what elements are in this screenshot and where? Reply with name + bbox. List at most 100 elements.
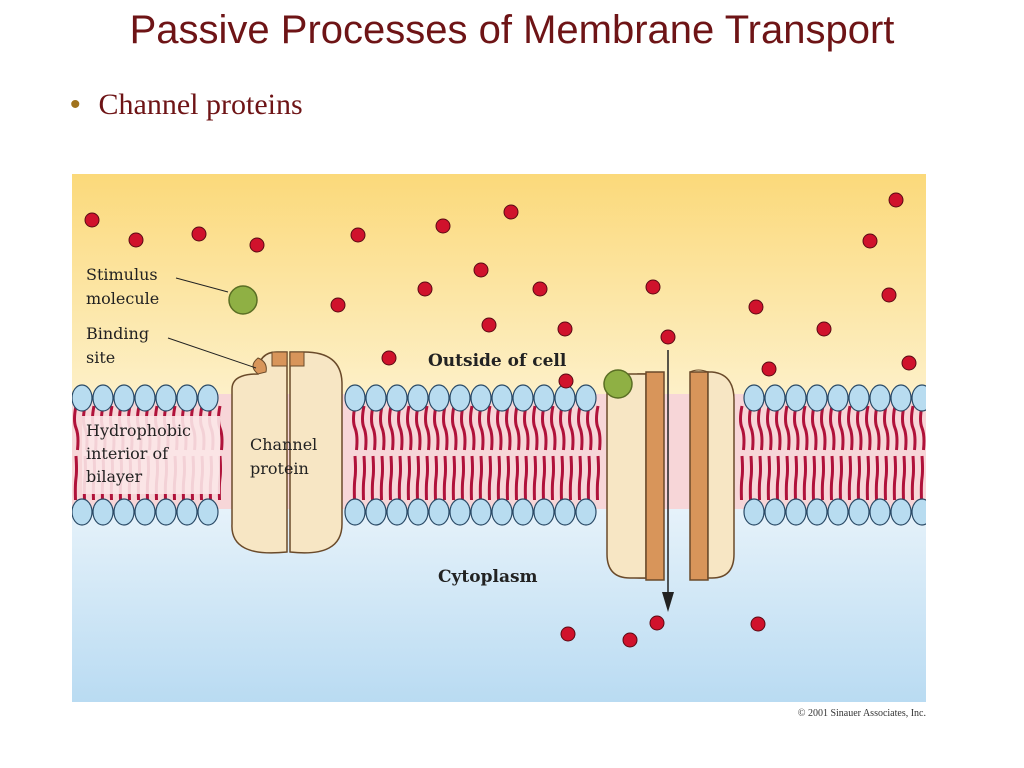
lipid-head [890, 384, 912, 412]
lipid-tail [514, 405, 521, 451]
slide-title: Passive Processes of Membrane Transport [129, 8, 895, 52]
lipid-tail [505, 405, 512, 451]
lipid-head [533, 384, 555, 412]
lipid-head [554, 384, 576, 412]
ion [84, 212, 100, 228]
lipid-tail [802, 405, 809, 451]
lipid-tail [901, 405, 908, 451]
lipid-tail [802, 455, 807, 501]
ion [649, 615, 665, 631]
lipid-tail [370, 405, 377, 451]
lipid-tail [577, 405, 584, 451]
lipid-tail [478, 455, 483, 501]
lipid-tail [595, 405, 602, 451]
lipid-tail [784, 455, 789, 501]
lipid-head [575, 384, 597, 412]
lipid-tail [874, 455, 879, 501]
lipid-head [113, 498, 135, 526]
lipid-head [113, 384, 135, 412]
lipid-head [764, 498, 786, 526]
lipid-head [785, 498, 807, 526]
ion [645, 279, 661, 295]
ion [350, 227, 366, 243]
lipid-head [407, 498, 429, 526]
lipid-head [890, 498, 912, 526]
lipid-tail [748, 405, 755, 451]
ion [435, 218, 451, 234]
lipid-tail [757, 405, 764, 451]
cytoplasm-label: Cytoplasm [438, 567, 538, 587]
lipid-head [869, 498, 891, 526]
ion [862, 233, 878, 249]
lipid-tail [370, 455, 375, 501]
ion [558, 373, 574, 389]
lipid-tail [559, 455, 564, 501]
lipid-tail [901, 455, 906, 501]
lipid-head [365, 384, 387, 412]
ion [761, 361, 777, 377]
lipid-head [533, 498, 555, 526]
lipid-tail [469, 405, 476, 451]
lipid-tail [442, 455, 447, 501]
lipid-tail [433, 455, 438, 501]
lipid-head [869, 384, 891, 412]
lipid-tail [496, 405, 503, 451]
ion [888, 192, 904, 208]
lipid-tail [910, 455, 915, 501]
ion [557, 321, 573, 337]
lipid-tail [523, 405, 530, 451]
lipid-tail [775, 455, 780, 501]
lipid-tail [361, 405, 368, 451]
lipid-tail [586, 455, 591, 501]
lipid-head [176, 384, 198, 412]
lipid-tail [541, 405, 548, 451]
lipid-head [134, 384, 156, 412]
lipid-tail [73, 405, 80, 451]
lipid-tail [829, 455, 834, 501]
ion [532, 281, 548, 297]
lipid-tail [424, 455, 429, 501]
lipid-head [134, 498, 156, 526]
lipid-tail [919, 455, 924, 501]
lipid-tail [469, 455, 474, 501]
lipid-head [72, 384, 93, 412]
lipid-tail [766, 455, 771, 501]
copyright-notice: © 2001 Sinauer Associates, Inc. [797, 708, 926, 719]
ion [473, 262, 489, 278]
lipid-tail [406, 455, 411, 501]
hydrophobic-label: Hydrophobic interior of bilayer [86, 421, 196, 486]
lipid-tail [73, 455, 78, 501]
bullet-text: Channel proteins [98, 88, 303, 121]
ions [84, 192, 917, 648]
lipid-head [911, 498, 926, 526]
lipid-head [806, 498, 828, 526]
lipid-tail [793, 455, 798, 501]
lipid-head [176, 498, 198, 526]
lipid-tail [514, 455, 519, 501]
lipid-tail [460, 455, 465, 501]
lipid-head [764, 384, 786, 412]
lipid-head [407, 384, 429, 412]
lipid-tail [739, 405, 746, 451]
channel-protein-closed [231, 351, 343, 554]
lipid-tail [793, 405, 800, 451]
lipid-head [449, 498, 471, 526]
lipid-head [197, 498, 219, 526]
lipid-tail [532, 405, 539, 451]
lipid-tail [451, 405, 458, 451]
ion [330, 297, 346, 313]
lipid-tail [424, 405, 431, 451]
lipid-tail [856, 455, 861, 501]
lipid-tail [559, 405, 566, 451]
lipid-tail [739, 455, 744, 501]
lipid-head [827, 498, 849, 526]
lipid-tail [829, 405, 836, 451]
lipid-tail [361, 455, 366, 501]
lipid-head [785, 384, 807, 412]
lipid-head [806, 384, 828, 412]
ion [748, 299, 764, 315]
lipid-tail [496, 455, 501, 501]
stimulus-molecule [228, 285, 258, 315]
lipid-tail [415, 455, 420, 501]
ion [750, 616, 766, 632]
